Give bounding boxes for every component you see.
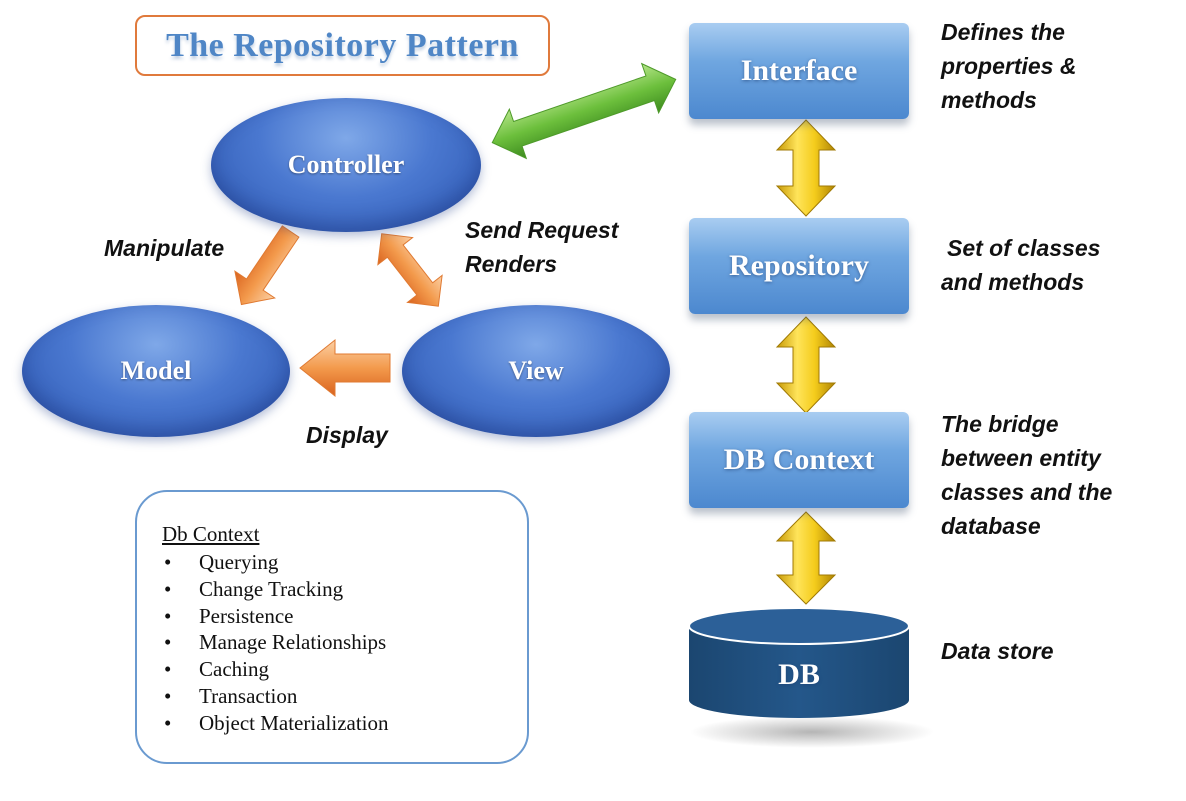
list-item: • Querying [162,549,389,576]
bullet-marker: • [164,550,172,574]
db-label: DB [778,658,820,691]
bullet-marker: • [164,576,172,601]
list-item: • Transaction [162,683,389,710]
list-item: • Object Materialization [162,710,389,737]
view-model-arrow [299,338,391,398]
controller-view-arrow [377,233,443,307]
list-item-text: Object Materialization [199,710,389,735]
dbcontext-db-arrow [775,511,837,605]
list-item-text: Persistence [199,603,294,628]
list-item: • Caching [162,656,389,683]
diagram-title: The Repository Pattern [166,26,519,64]
repository-note: Set of classes and methods [941,231,1100,299]
bullet-marker: • [164,710,172,735]
repository-box: Repository [689,218,909,314]
db-context-note-line: classes and the [941,479,1113,505]
interface-repository-arrow [775,119,837,217]
bullet-marker: • [164,683,172,708]
db-context-label: DB Context [723,443,875,476]
list-item-text: Transaction [199,683,298,708]
list-item-text: Querying [199,550,279,574]
send-request-label: Send Request [465,217,619,243]
manipulate-label: Manipulate [104,235,225,261]
list-item: • Change Tracking [162,576,389,603]
title-box: The Repository Pattern [135,15,550,76]
list-item-text: Change Tracking [199,576,344,601]
interface-note-line: Defines the [941,19,1065,45]
db-shadow [690,716,934,748]
db-context-features-heading: Db Context [162,522,260,546]
bullet-marker: • [164,630,172,655]
db-context-box: DB Context [689,412,909,508]
controller-model-arrow [234,225,300,306]
bullet-marker: • [164,657,172,682]
db-note-line: Data store [941,638,1054,664]
db-note: Data store [941,634,1053,668]
repository-note-line: and methods [941,269,1085,295]
interface-controller-arrow [491,62,677,160]
controller-label: Controller [287,150,405,179]
repository-dbcontext-arrow [775,316,837,414]
list-item-text: Caching [199,657,269,682]
repository-label: Repository [729,249,869,282]
display-label: Display [306,422,388,448]
db-context-note-line: between entity [941,445,1101,471]
list-item: • Manage Relationships [162,629,389,656]
db-context-features-box: Db Context • Querying • Change Tracking • P… [135,490,529,764]
interface-note-line: properties & [941,53,1077,79]
interface-box: Interface [689,23,909,119]
renders-label: Renders [465,251,558,277]
db-context-features-list: •Querying •Change Tracking •Persistence … [162,549,389,737]
model-label: Model [120,356,192,385]
model-node: Model [22,305,290,437]
bullet-marker: • [164,603,172,628]
db-context-note-line: database [941,513,1041,539]
db-context-note-line: The bridge [941,411,1059,437]
list-item: • Persistence [162,603,389,630]
interface-note: Defines the properties & methods [941,15,1076,117]
db-cylinder [688,607,910,718]
db-label-wrap: DB [689,646,909,704]
view-node: View [402,305,670,437]
controller-node: Controller [211,98,481,232]
view-label: View [508,356,564,385]
db-context-note: The bridge between entity classes and th… [941,407,1112,543]
interface-note-line: methods [941,87,1037,113]
repository-note-line: Set of classes [947,235,1101,261]
list-item-text: Manage Relationships [199,630,387,655]
interface-label: Interface [740,54,858,87]
